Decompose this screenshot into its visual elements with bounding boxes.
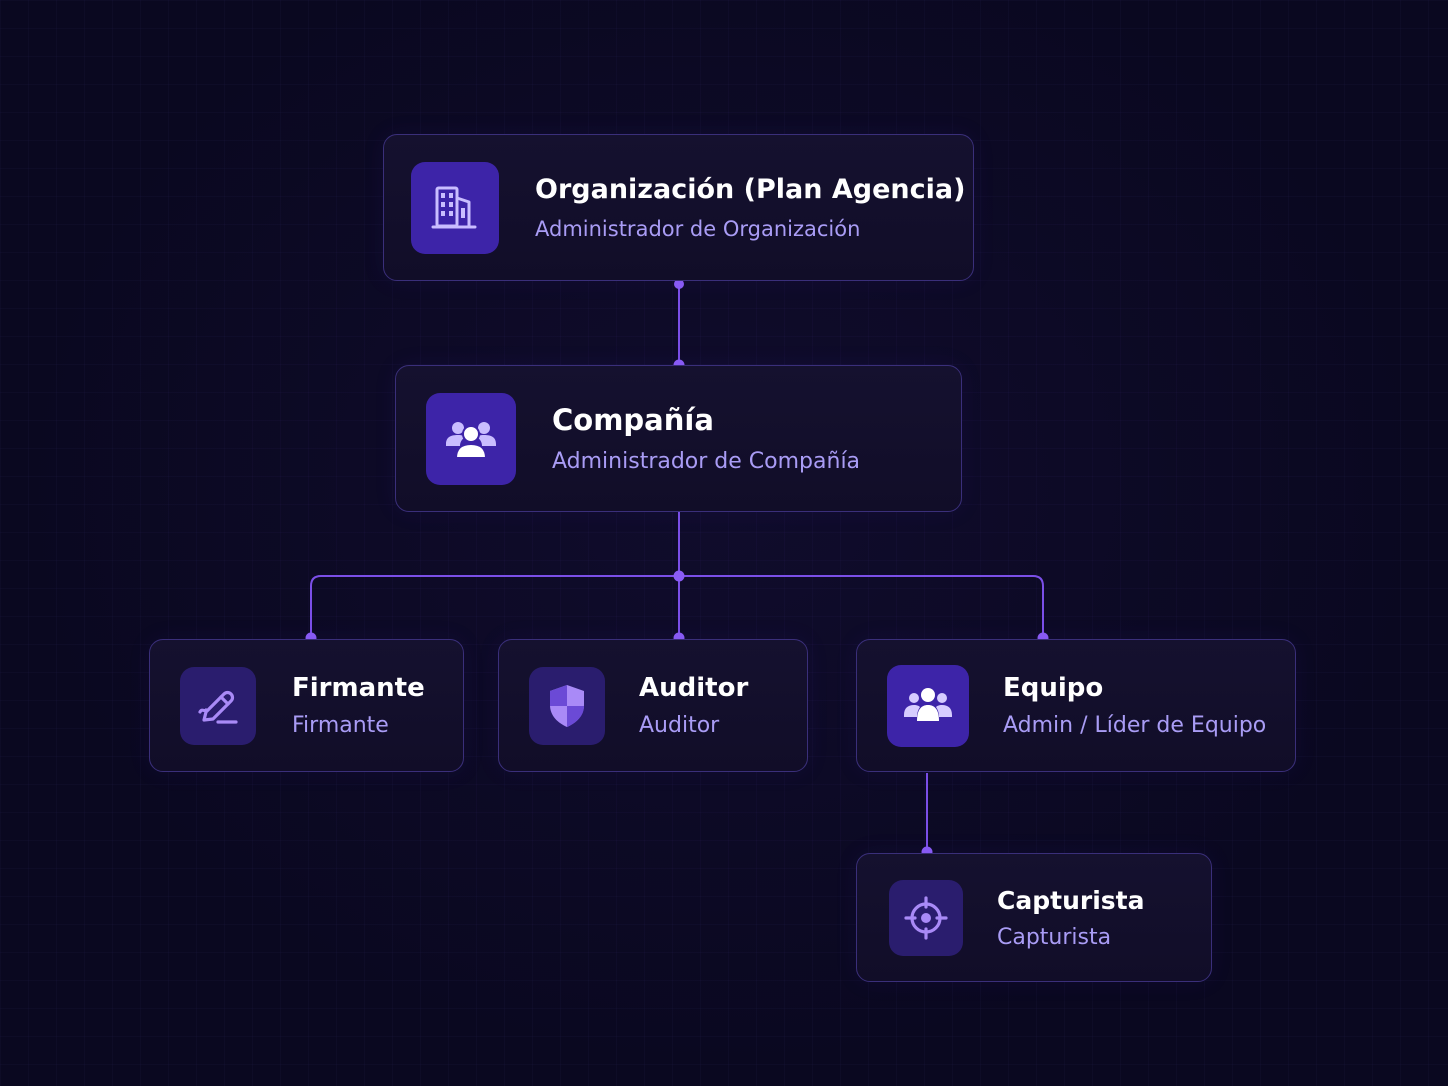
node-organizacion[interactable]: Organización (Plan Agencia) Administrado…: [383, 134, 974, 281]
node-organizacion-icon-box: [411, 161, 499, 254]
node-capturista[interactable]: Capturista Capturista: [856, 853, 1212, 982]
team-icon: [904, 687, 952, 721]
node-firmante-subtitle: Firmante: [292, 713, 389, 738]
node-compania[interactable]: Compañía Administrador de Compañía: [395, 365, 962, 512]
node-equipo-subtitle: Admin / Líder de Equipo: [1003, 713, 1267, 738]
node-auditor-title: Auditor: [639, 673, 749, 703]
node-auditor-subtitle: Auditor: [639, 713, 720, 738]
node-compania-title: Compañía: [552, 403, 714, 437]
node-auditor[interactable]: Auditor Auditor: [498, 639, 808, 772]
node-capturista-subtitle: Capturista: [997, 924, 1112, 950]
users-group-icon: [446, 421, 496, 459]
node-equipo[interactable]: Equipo Admin / Líder de Equipo: [856, 639, 1296, 772]
node-compania-subtitle: Administrador de Compañía: [552, 449, 861, 474]
node-capturista-title: Capturista: [997, 885, 1145, 915]
building-icon: [431, 186, 477, 228]
node-organizacion-subtitle: Administrador de Organización: [535, 217, 861, 241]
connector-dot: [673, 570, 685, 582]
node-firmante[interactable]: Firmante Firmante: [149, 639, 464, 772]
pen-signature-icon: [198, 690, 238, 724]
node-equipo-title: Equipo: [1003, 673, 1104, 703]
node-capturista-icon-box: [889, 879, 963, 956]
node-equipo-icon-box: [887, 664, 969, 747]
node-compania-icon-box: [426, 392, 516, 485]
crosshair-icon: [904, 895, 948, 940]
node-firmante-icon-box: [180, 666, 256, 745]
shield-icon: [550, 684, 584, 727]
node-organizacion-title: Organización (Plan Agencia): [535, 174, 966, 205]
connector-dot: [674, 279, 684, 289]
connector-branch-horizontal: [310, 575, 1044, 638]
node-auditor-icon-box: [529, 666, 605, 745]
node-firmante-title: Firmante: [292, 673, 425, 703]
